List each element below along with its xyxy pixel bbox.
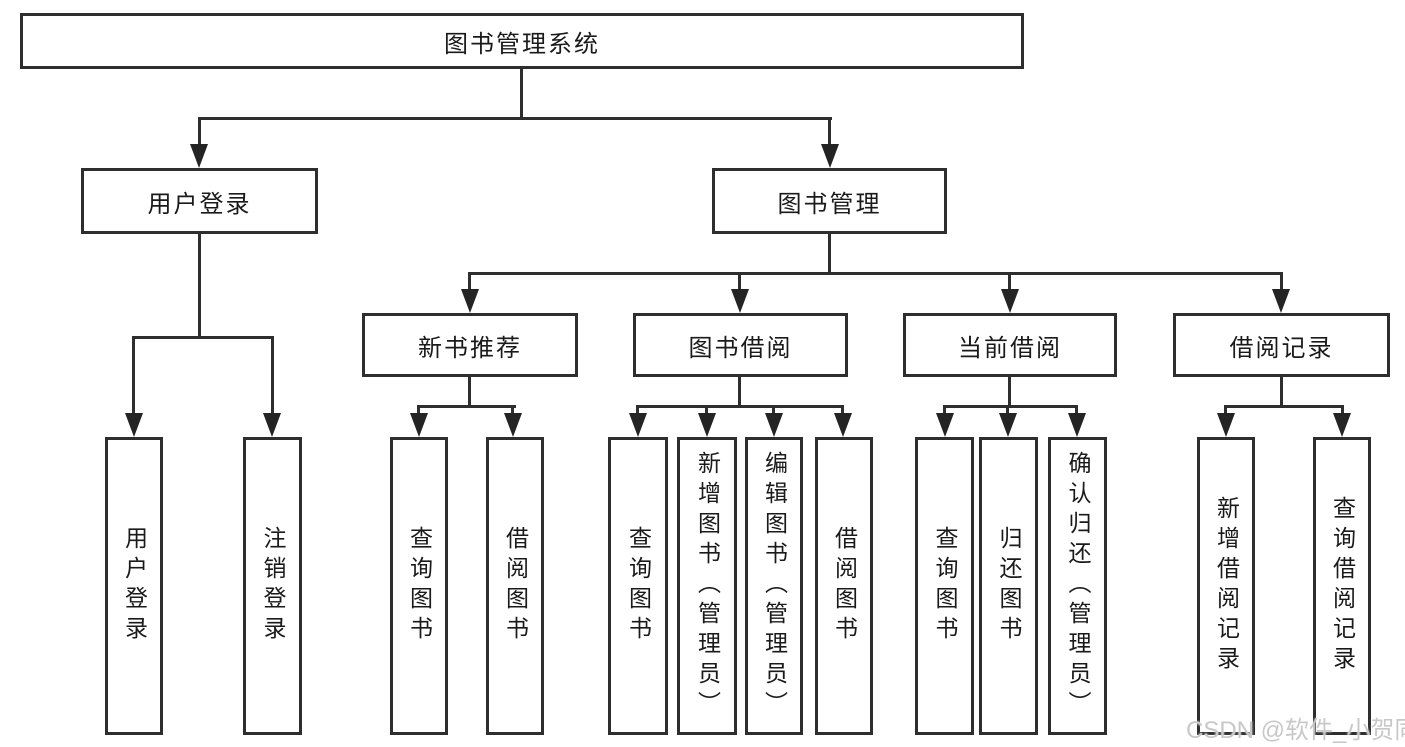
arrow-down-icon bbox=[936, 413, 954, 437]
arrow-down-icon bbox=[125, 413, 143, 437]
connector-line-v bbox=[738, 272, 741, 296]
leaf-current-confirm-return-admin: 确认归还（管理员） bbox=[1048, 437, 1107, 735]
arrow-down-icon bbox=[765, 413, 783, 437]
connector-line-v bbox=[828, 117, 831, 150]
leaf-records-query-borrow-record: 查询借阅记录 bbox=[1313, 437, 1371, 735]
node-label: 图书管理 bbox=[777, 190, 882, 218]
arrow-down-icon bbox=[999, 413, 1017, 437]
node-label: 用户登录 bbox=[147, 190, 252, 218]
node-root: 图书管理系统 bbox=[20, 13, 1024, 69]
arrow-down-icon bbox=[629, 413, 647, 437]
connector-line-h bbox=[1224, 405, 1343, 408]
node-new-book-recommend: 新书推荐 bbox=[362, 313, 578, 377]
arrow-down-icon bbox=[1001, 289, 1019, 313]
arrow-down-icon bbox=[190, 144, 208, 168]
arrow-down-icon bbox=[461, 289, 479, 313]
node-label: 查询借阅记录 bbox=[1329, 496, 1356, 676]
connector-line-h bbox=[417, 405, 516, 408]
connector-line-v bbox=[468, 272, 471, 296]
arrow-down-icon bbox=[698, 413, 716, 437]
node-label: 当前借阅 bbox=[958, 334, 1062, 362]
connector-line-v bbox=[468, 376, 471, 407]
arrow-down-icon bbox=[504, 413, 522, 437]
node-book-management: 图书管理 bbox=[712, 168, 947, 234]
connector-line-v bbox=[520, 69, 523, 117]
leaf-borrow-edit-books-admin: 编辑图书（管理员） bbox=[745, 437, 803, 735]
connector-line-h bbox=[636, 405, 843, 408]
connector-line-v bbox=[1008, 272, 1011, 296]
leaf-records-add-borrow-record: 新增借阅记录 bbox=[1197, 437, 1255, 735]
connector-line-v bbox=[271, 336, 274, 419]
node-current-borrowing: 当前借阅 bbox=[903, 313, 1117, 377]
connector-line-h bbox=[198, 117, 832, 120]
node-label: 用户登录 bbox=[121, 526, 148, 646]
arrow-down-icon bbox=[1333, 413, 1351, 437]
leaf-logout-login: 注销登录 bbox=[243, 437, 302, 735]
node-label: 借阅记录 bbox=[1229, 334, 1334, 362]
connector-line-v bbox=[198, 233, 201, 336]
node-label: 新增图书（管理员） bbox=[694, 451, 721, 721]
node-label: 新书推荐 bbox=[418, 334, 522, 362]
node-label: 注销登录 bbox=[260, 526, 286, 646]
leaf-borrow-add-books-admin: 新增图书（管理员） bbox=[677, 437, 737, 735]
node-user-login: 用户登录 bbox=[81, 168, 318, 234]
node-label: 图书借阅 bbox=[688, 334, 793, 362]
connector-line-v bbox=[198, 117, 201, 150]
watermark: CSDN @软件_小贺同学 bbox=[1186, 717, 1405, 744]
node-label: 借阅图书 bbox=[502, 526, 529, 646]
node-borrowing-records: 借阅记录 bbox=[1173, 313, 1390, 377]
leaf-borrow-query-books: 查询图书 bbox=[608, 437, 668, 735]
arrow-down-icon bbox=[1272, 289, 1290, 313]
node-label: 新增借阅记录 bbox=[1213, 496, 1240, 676]
arrow-down-icon bbox=[1217, 413, 1235, 437]
leaf-current-query-books: 查询图书 bbox=[915, 437, 974, 735]
leaf-current-return-books: 归还图书 bbox=[979, 437, 1038, 735]
node-label: 借阅图书 bbox=[831, 526, 858, 646]
connector-line-h bbox=[132, 336, 274, 339]
connector-line-v bbox=[828, 233, 831, 274]
node-label: 图书管理系统 bbox=[444, 30, 600, 58]
connector-line-v bbox=[738, 376, 741, 407]
connector-line-h bbox=[943, 405, 1078, 408]
leaf-borrow-borrow-books: 借阅图书 bbox=[815, 437, 873, 735]
connector-line-v bbox=[1008, 376, 1011, 407]
arrow-down-icon bbox=[1068, 413, 1086, 437]
leaf-newrec-borrow-books: 借阅图书 bbox=[486, 437, 544, 735]
connector-line-v bbox=[1280, 376, 1283, 407]
node-book-borrowing: 图书借阅 bbox=[633, 313, 848, 377]
connector-line-h bbox=[468, 272, 1283, 275]
leaf-newrec-query-books: 查询图书 bbox=[390, 437, 448, 735]
leaf-user-login: 用户登录 bbox=[105, 437, 163, 735]
arrow-down-icon bbox=[410, 413, 428, 437]
node-label: 归还图书 bbox=[996, 526, 1022, 646]
node-label: 编辑图书（管理员） bbox=[761, 451, 788, 721]
node-label: 查询图书 bbox=[406, 526, 433, 646]
node-label: 查询图书 bbox=[625, 526, 652, 646]
node-label: 确认归还（管理员） bbox=[1065, 451, 1091, 721]
connector-line-v bbox=[1280, 272, 1283, 296]
arrow-down-icon bbox=[263, 413, 281, 437]
arrow-down-icon bbox=[731, 289, 749, 313]
node-label: 查询图书 bbox=[932, 526, 958, 646]
connector-line-v bbox=[132, 336, 135, 419]
arrow-down-icon bbox=[834, 413, 852, 437]
arrow-down-icon bbox=[821, 144, 839, 168]
